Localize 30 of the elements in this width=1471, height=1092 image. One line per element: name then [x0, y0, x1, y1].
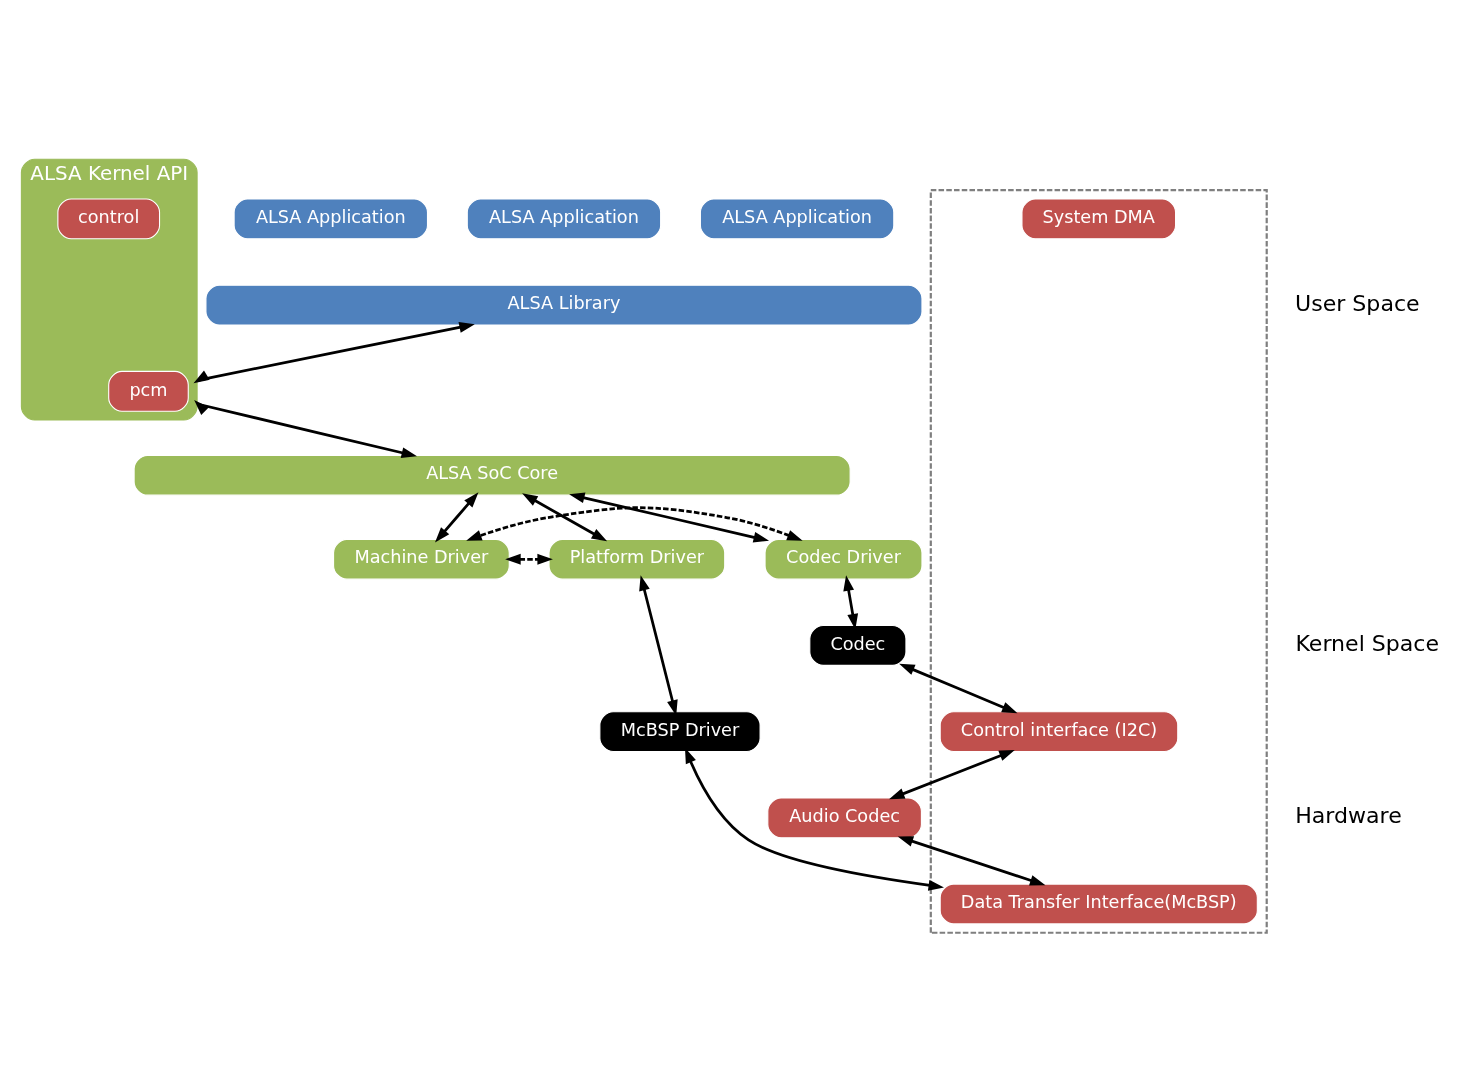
node-box: control [57, 198, 161, 240]
arrow [889, 750, 1015, 800]
node-box: ALSA Application [466, 198, 662, 240]
arrow [466, 506, 803, 541]
node-box: McBSP Driver [599, 711, 761, 753]
node-box: Codec Driver [764, 538, 923, 580]
label: Hardware [1295, 802, 1402, 829]
node-box: Machine Driver [333, 538, 510, 580]
arrow [569, 492, 770, 543]
arrow [897, 836, 1046, 886]
label: Kernel Space [1295, 629, 1440, 656]
node-box: Audio Codec [767, 797, 922, 839]
arrow [193, 322, 475, 384]
arrow [194, 400, 418, 458]
node-box: Codec [809, 625, 907, 666]
node-box: Control interface (I2C) [939, 711, 1179, 753]
node-box: Platform Driver [548, 538, 726, 580]
node-box: ALSA Library [205, 284, 923, 326]
arrow [899, 663, 1018, 714]
arrow [505, 553, 553, 565]
node-box: ALSA Application [233, 198, 429, 240]
arrow [522, 493, 608, 542]
node-box: pcm [108, 370, 189, 412]
label: User Space [1295, 289, 1420, 316]
arrow [639, 575, 678, 716]
node-box: ALSA Application [699, 198, 895, 240]
node-box: ALSA SoC Core [133, 454, 851, 496]
node-box: Data Transfer Interface(McBSP) [939, 883, 1258, 925]
arrow [435, 492, 479, 543]
node-box: System DMA [1021, 198, 1177, 240]
